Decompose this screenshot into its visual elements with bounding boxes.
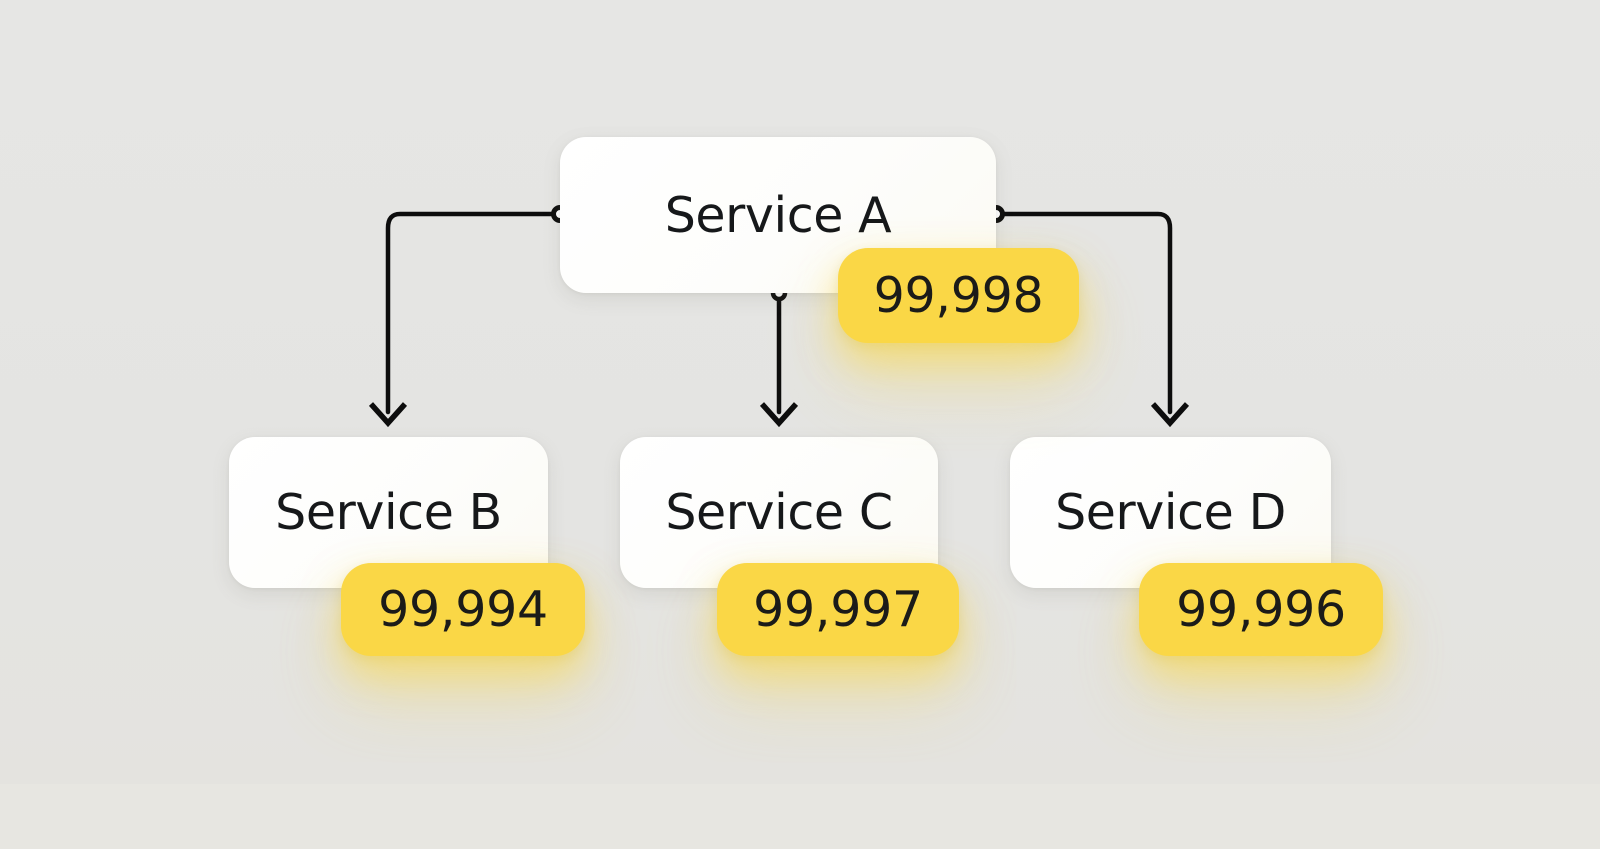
badge-service-d[interactable]: 99,996 [1139, 563, 1383, 656]
node-service-a-label: Service A [664, 186, 892, 244]
node-service-d-label: Service D [1055, 484, 1286, 541]
edge-a-to-b[interactable] [368, 205, 569, 428]
node-service-c[interactable]: Service C [620, 437, 938, 588]
badge-service-c[interactable]: 99,997 [717, 563, 959, 656]
node-service-d[interactable]: Service D [1010, 437, 1331, 588]
edge-a-to-d-arrowhead [1150, 402, 1190, 428]
edge-a-to-c-arrowhead [759, 402, 799, 428]
node-service-b[interactable]: Service B [229, 437, 548, 588]
badge-service-a[interactable]: 99,998 [838, 248, 1079, 343]
edge-a-to-b-path [385, 211, 569, 415]
edge-a-to-b-arrowhead [368, 402, 408, 428]
node-service-c-label: Service C [665, 484, 893, 541]
edge-a-to-c[interactable] [759, 284, 799, 428]
badge-service-b[interactable]: 99,994 [341, 563, 585, 656]
node-service-b-label: Service B [275, 484, 502, 541]
